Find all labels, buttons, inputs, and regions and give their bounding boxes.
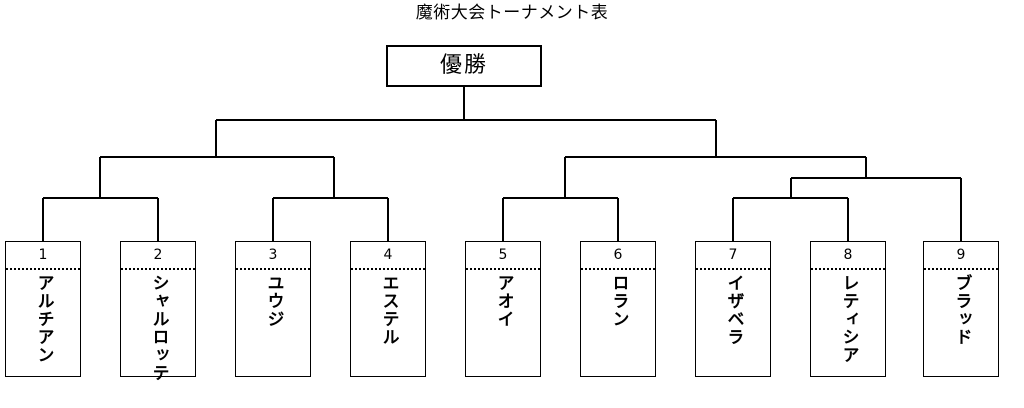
seat-number: 9 — [956, 247, 966, 263]
seat-box — [810, 241, 886, 377]
seat-name-text: ロラン — [608, 274, 629, 328]
seat-divider — [581, 268, 655, 270]
seat-box — [350, 241, 426, 377]
seat-box — [120, 241, 196, 377]
page-title: 魔術大会トーナメント表 — [415, 3, 609, 23]
seat-number: 6 — [613, 247, 623, 263]
seat-divider — [696, 268, 770, 270]
seat-divider — [121, 268, 195, 270]
seat-name-text: シャルロッテ — [148, 274, 169, 382]
seat-name-text: アオイ — [493, 274, 514, 328]
seat-box — [235, 241, 311, 377]
seat-name: ユウジ — [235, 272, 311, 375]
seat-name-text: レティシア — [838, 274, 859, 364]
seat-name: イザベラ — [695, 272, 771, 375]
seat-box — [695, 241, 771, 377]
seat-name-text: ブラッド — [951, 274, 972, 346]
seat-name: アオイ — [465, 272, 541, 375]
seat-entry[interactable]: 1 アルチアン 3年B組・♂ — [5, 241, 81, 377]
seat-name-text: アルチアン — [33, 274, 54, 364]
seat-divider — [6, 268, 80, 270]
seat-name: シャルロッテ — [120, 272, 196, 382]
seat-box — [580, 241, 656, 377]
seat-number: 3 — [268, 247, 278, 263]
seat-entry[interactable]: 2 シャルロッテ 1年A組・♀ — [120, 241, 196, 382]
seat-divider — [236, 268, 310, 270]
seat-name-text: エステル — [378, 274, 399, 346]
seat-name-text: イザベラ — [723, 274, 744, 346]
seat-entry[interactable]: 7 イザベラ 3年C組・♀ — [695, 241, 771, 377]
seat-name: ブラッド — [923, 272, 999, 375]
seat-number: 4 — [383, 247, 393, 263]
champion-label: 優勝 — [439, 53, 488, 78]
seat-entry[interactable]: 5 アオイ 1年A組・♀ — [465, 241, 541, 377]
seat-entry[interactable]: 8 レティシア 3年F組・♀ — [810, 241, 886, 377]
seat-divider — [466, 268, 540, 270]
seat-number: 1 — [38, 247, 48, 263]
seat-number: 8 — [843, 247, 853, 263]
seat-entry[interactable]: 6 ロラン 2年E組・♂ — [580, 241, 656, 377]
seat-entry[interactable]: 9 ブラッド 2年A組・♂ — [923, 241, 999, 377]
seat-name: アルチアン — [5, 272, 81, 375]
seat-number: 7 — [728, 247, 738, 263]
champion-box: 優勝 — [386, 45, 542, 87]
seat-box — [465, 241, 541, 377]
seat-name: ロラン — [580, 272, 656, 375]
seat-name: エステル — [350, 272, 426, 375]
seat-number: 5 — [498, 247, 508, 263]
seat-name: レティシア — [810, 272, 886, 375]
seat-divider — [811, 268, 885, 270]
seat-divider — [351, 268, 425, 270]
seat-entry[interactable]: 4 エステル 1年B組・♀ — [350, 241, 426, 377]
seat-number: 2 — [153, 247, 163, 263]
seat-divider — [924, 268, 998, 270]
seat-name-text: ユウジ — [263, 274, 284, 328]
seat-box — [923, 241, 999, 377]
seat-entry[interactable]: 3 ユウジ 1年A組・♂ — [235, 241, 311, 377]
seat-box — [5, 241, 81, 377]
